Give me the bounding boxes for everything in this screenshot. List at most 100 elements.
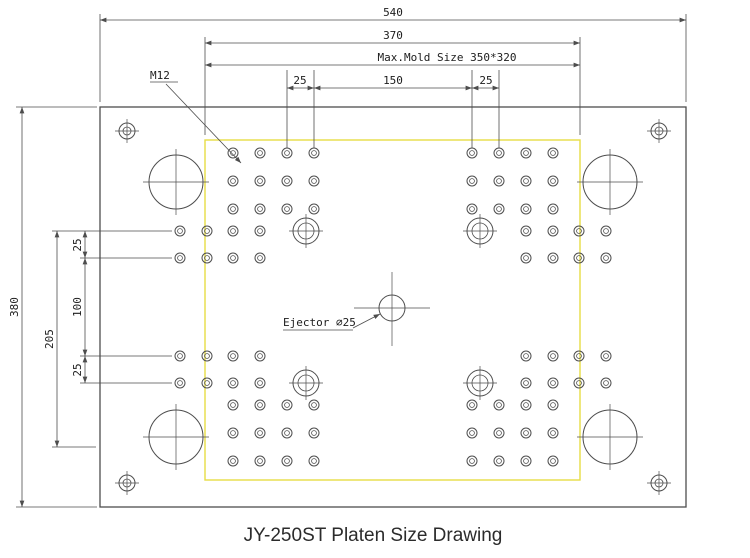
bolt-hole xyxy=(573,350,585,362)
bolt-hole xyxy=(227,252,239,264)
dim-hole-rows: 25 100 25 xyxy=(71,231,172,384)
bolt-hole-inner xyxy=(230,402,236,408)
bolt-hole-inner xyxy=(257,206,263,212)
bolt-hole xyxy=(227,455,239,467)
bolt-hole-inner xyxy=(550,353,556,359)
bolt-hole-inner xyxy=(230,255,236,261)
bolt-hole-inner xyxy=(550,402,556,408)
platen-outline xyxy=(99,106,687,508)
bolt-hole xyxy=(520,377,532,389)
bolt-hole xyxy=(201,252,213,264)
bolt-hole-inner xyxy=(284,178,290,184)
bolt-hole xyxy=(281,399,293,411)
bolt-hole-inner xyxy=(603,255,609,261)
bolt-hole-inner xyxy=(230,353,236,359)
bolt-hole-inner xyxy=(311,206,317,212)
bolt-hole-inner xyxy=(257,380,263,386)
bolt-hole-inner xyxy=(311,178,317,184)
bolt-hole-inner xyxy=(523,458,529,464)
bolt-hole-inner xyxy=(469,206,475,212)
bolt-hole-inner xyxy=(311,430,317,436)
bolt-hole-inner xyxy=(204,353,210,359)
bolt-hole-inner xyxy=(230,150,236,156)
bolt-hole xyxy=(493,427,505,439)
bolt-hole xyxy=(573,252,585,264)
bolt-hole-inner xyxy=(523,228,529,234)
bolt-hole xyxy=(520,399,532,411)
bolt-hole-inner xyxy=(603,353,609,359)
bolt-hole-inner xyxy=(257,228,263,234)
bolt-hole xyxy=(201,377,213,389)
bolt-hole xyxy=(547,175,559,187)
dim-overall-height-label: 380 xyxy=(8,297,21,317)
bolt-hole xyxy=(547,377,559,389)
bolt-hole-inner xyxy=(523,150,529,156)
bolt-hole xyxy=(281,175,293,187)
bolt-hole xyxy=(600,377,612,389)
bolt-hole xyxy=(227,399,239,411)
bolt-hole xyxy=(254,203,266,215)
bolt-hole xyxy=(520,427,532,439)
bolt-hole xyxy=(600,252,612,264)
bolt-hole-inner xyxy=(257,430,263,436)
bolt-hole-inner xyxy=(550,178,556,184)
bolt-hole xyxy=(254,399,266,411)
bolt-hole xyxy=(547,147,559,159)
bolt-hole xyxy=(520,350,532,362)
bolt-hole xyxy=(547,225,559,237)
bolt-hole-inner xyxy=(257,402,263,408)
bolt-hole xyxy=(493,399,505,411)
bolt-hole-inner xyxy=(204,228,210,234)
bolt-hole xyxy=(227,175,239,187)
bolt-hole xyxy=(174,225,186,237)
bolt-hole-inner xyxy=(550,458,556,464)
bolt-hole xyxy=(547,203,559,215)
dim-col-pitch-right-label: 25 xyxy=(479,74,492,87)
bolt-hole-inner xyxy=(177,228,183,234)
dim-col-span-center-label: 150 xyxy=(383,74,403,87)
dim-max-mold-size: Max.Mold Size 350*320 xyxy=(205,51,580,68)
bolt-hole-inner xyxy=(230,430,236,436)
bolt-hole-inner xyxy=(576,380,582,386)
bolt-hole-inner xyxy=(469,150,475,156)
bolt-hole xyxy=(466,427,478,439)
bolt-hole-inner xyxy=(523,206,529,212)
bolt-hole xyxy=(254,377,266,389)
bolt-hole-inner xyxy=(496,430,502,436)
bolt-hole xyxy=(308,455,320,467)
dim-hole-columns: 25 150 25 xyxy=(286,70,500,148)
bolt-hole-inner xyxy=(469,178,475,184)
bolt-hole-inner xyxy=(284,150,290,156)
bolt-hole xyxy=(254,225,266,237)
bolt-hole-inner xyxy=(469,458,475,464)
bolt-hole xyxy=(254,252,266,264)
bolt-hole xyxy=(600,225,612,237)
bolt-hole xyxy=(520,225,532,237)
bolt-hole xyxy=(281,455,293,467)
bolt-hole-inner xyxy=(576,228,582,234)
bolt-hole xyxy=(227,427,239,439)
bolt-hole-inner xyxy=(257,178,263,184)
bolt-hole xyxy=(520,175,532,187)
bolt-hole-inner xyxy=(230,458,236,464)
bolt-hole-inner xyxy=(523,255,529,261)
bolt-hole xyxy=(308,203,320,215)
bolt-hole-inner xyxy=(523,353,529,359)
dim-mold-width-label: 370 xyxy=(383,29,403,42)
bolt-hole-inner xyxy=(204,255,210,261)
dim-mold-width: 370 xyxy=(204,29,581,135)
bolt-hole-inner xyxy=(523,178,529,184)
bolt-hole xyxy=(174,350,186,362)
dim-overall-width-label: 540 xyxy=(383,6,403,19)
bolt-hole-inner xyxy=(550,380,556,386)
bolt-hole-inner xyxy=(257,458,263,464)
bolt-hole-inner xyxy=(550,255,556,261)
bolt-hole xyxy=(466,203,478,215)
bolt-hole-inner xyxy=(496,206,502,212)
dim-overall-width: 540 xyxy=(99,6,687,102)
bolt-hole xyxy=(227,147,239,159)
bolt-hole-inner xyxy=(496,150,502,156)
callout-ejector: Ejector ⌀25 xyxy=(283,313,381,331)
